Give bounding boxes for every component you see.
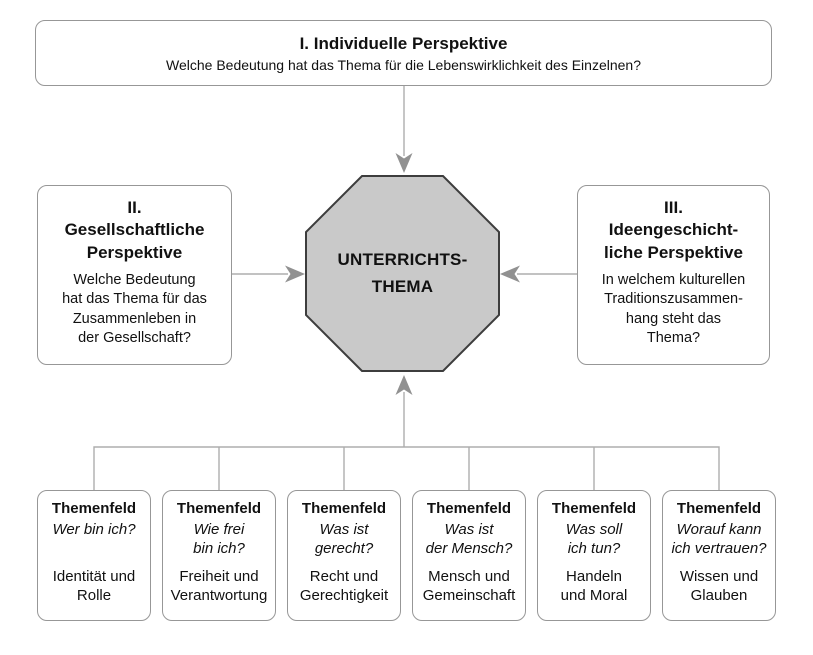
box-history-of-ideas-perspective: III. Ideengeschicht- liche Perspektive I… [577,185,770,365]
box-individual-perspective: I. Individuelle Perspektive Welche Bedeu… [35,20,772,86]
octagon-shape [305,175,500,372]
theme-field-question: Wie frei bin ich? [193,520,245,557]
theme-field-header: Themenfeld [301,500,387,517]
theme-field-topic: Freiheit und Verantwortung [170,567,268,605]
societal-perspective-question: Welche Bedeutung hat das Thema für das Z… [62,272,207,346]
central-topic-octagon: UNTERRICHTS- THEMA [305,175,500,372]
theme-field-question: Was ist der Mensch? [425,520,513,557]
arrow-left-icon [500,265,520,283]
individual-perspective-question: Welche Bedeutung hat das Thema für die L… [166,56,641,73]
theme-field-topic: Recht und Gerechtigkeit [299,567,389,605]
theme-field-question: Was ist gerecht? [314,520,374,557]
theme-field-question: Worauf kann ich vertrauen? [671,520,767,557]
theme-field-header: Themenfeld [551,500,637,517]
theme-field-question: Was soll ich tun? [565,520,623,557]
theme-field-header: Themenfeld [676,500,762,517]
box-societal-perspective: II. Gesellschaftliche Perspektive Welche… [37,185,232,365]
theme-field-topic: Identität und Rolle [52,567,136,605]
history-of-ideas-perspective-title: III. Ideengeschicht- liche Perspektive [604,198,743,262]
theme-field-topic: Mensch und Gemeinschaft [422,567,516,605]
arrow-up-icon [395,375,413,395]
bottom-connector-tree [93,446,720,490]
theme-field-topic: Wissen und Glauben [679,567,759,605]
box-theme-field-justice: Themenfeld Was ist gerecht? Recht und Ge… [287,490,401,621]
theme-field-header: Themenfeld [426,500,512,517]
box-theme-field-action: Themenfeld Was soll ich tun? Handeln und… [537,490,651,621]
arrow-right-icon [285,265,305,283]
box-theme-field-human: Themenfeld Was ist der Mensch? Mensch un… [412,490,526,621]
individual-perspective-title: I. Individuelle Perspektive [299,33,508,53]
history-of-ideas-perspective-question: In welchem kulturellen Traditionszusamme… [601,272,746,346]
box-theme-field-freedom: Themenfeld Wie frei bin ich? Freiheit un… [162,490,276,621]
arrow-down-icon [395,153,413,173]
theme-field-topic: Handeln und Moral [560,567,628,605]
theme-field-header: Themenfeld [51,500,137,517]
theme-field-header: Themenfeld [176,500,262,517]
box-theme-field-knowledge: Themenfeld Worauf kann ich vertrauen? Wi… [662,490,776,621]
central-topic-label: UNTERRICHTS- THEMA [337,250,468,296]
theme-field-question: Wer bin ich? [52,520,136,538]
box-theme-field-identity: Themenfeld Wer bin ich? Identität und Ro… [37,490,151,621]
societal-perspective-title: II. Gesellschaftliche Perspektive [64,198,205,262]
